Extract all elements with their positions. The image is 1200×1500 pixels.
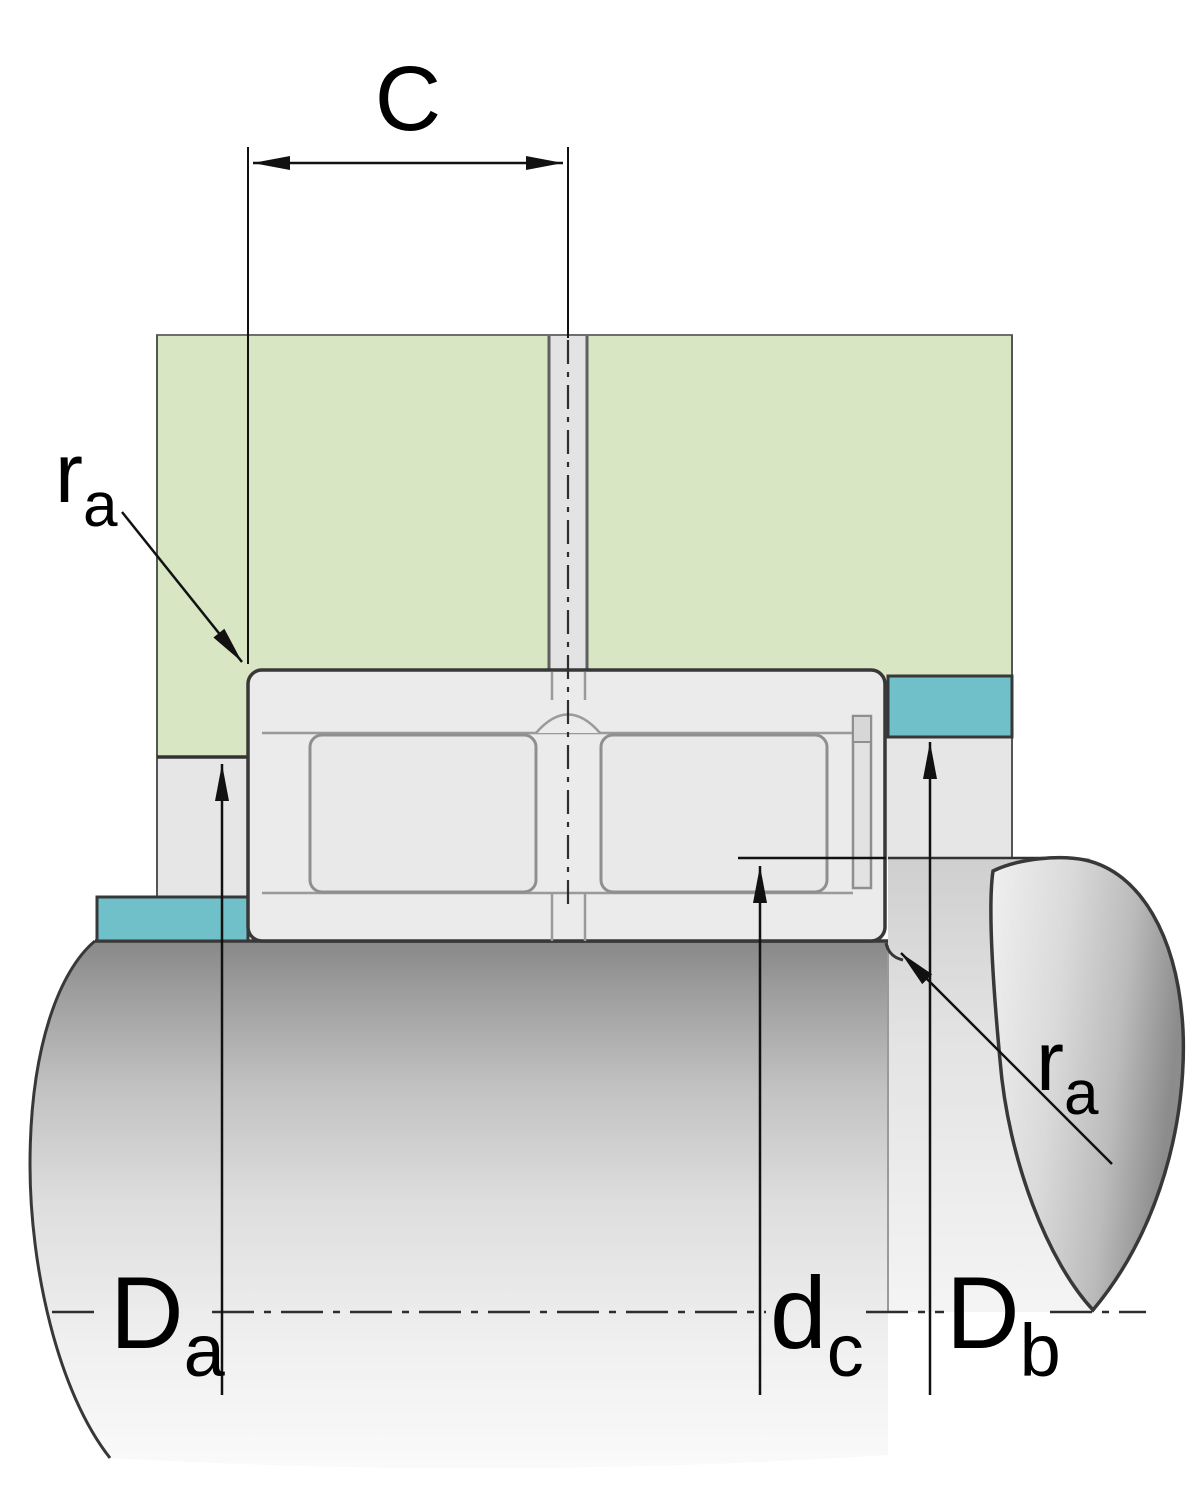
- shaft-shoulder-contour: [989, 855, 1186, 1313]
- roller-left: [308, 733, 538, 894]
- ra-upper-leader: [121, 511, 243, 663]
- support-ring-left: [95, 895, 250, 943]
- housing-bore-right-block: [885, 737, 1012, 860]
- shaft-body: [30, 941, 888, 1469]
- dim-label-db: Db: [946, 1256, 1061, 1392]
- dim-label-ra-upper: ra: [55, 426, 118, 540]
- shaft-left-contour: [28, 939, 112, 1459]
- retaining-ring-head: [852, 715, 872, 743]
- roller-right: [599, 733, 829, 894]
- support-ring-right: [886, 674, 1014, 739]
- dim-label-dc: dc: [770, 1256, 864, 1392]
- dim-label-c: C: [375, 48, 441, 150]
- dim-label-da: Da: [110, 1256, 226, 1392]
- shaft-fillet-arc: [884, 942, 904, 962]
- ra-lower-leader: [900, 952, 1113, 1165]
